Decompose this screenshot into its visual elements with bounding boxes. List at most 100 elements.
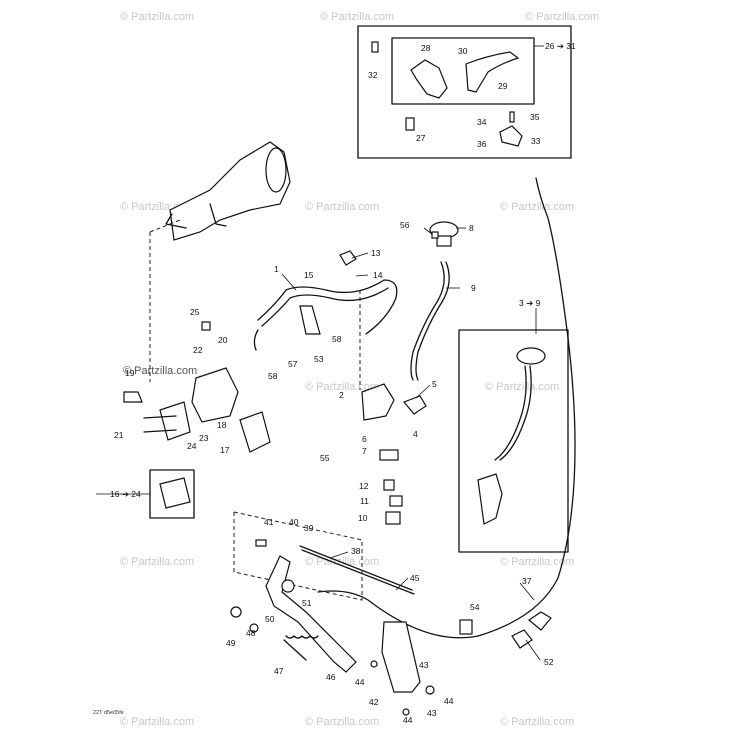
caliper — [191, 367, 239, 423]
callout-43a: 43 — [419, 660, 429, 670]
callout-45: 45 — [410, 573, 420, 583]
pushrod — [405, 117, 415, 131]
callout-19: 19 — [125, 368, 135, 378]
caliper-bracket — [159, 401, 191, 441]
callout-8: 8 — [469, 223, 474, 233]
callout-13: 13 — [371, 248, 381, 258]
callout-34: 34 — [477, 117, 487, 127]
callout-42: 42 — [369, 697, 379, 707]
brake-pads — [239, 411, 271, 453]
watermark: © Partzilla.com — [120, 556, 194, 568]
small-screw — [509, 111, 515, 123]
watermark: © Partzilla.com — [120, 716, 194, 728]
watermark-layer: © Partzilla.com © Partzilla.com © Partzi… — [120, 11, 599, 728]
callout-17: 17 — [220, 445, 230, 455]
callout-14: 14 — [373, 270, 383, 280]
callout-22: 22 — [193, 345, 203, 355]
callout-48: 48 — [246, 628, 256, 638]
callout-16: 16 ➔ 24 — [110, 489, 141, 499]
callout-58b: 58 — [268, 371, 278, 381]
clip-13 — [339, 250, 357, 266]
inset-frame-3-9 — [458, 329, 569, 553]
callout-24: 24 — [187, 441, 197, 451]
callout-40: 40 — [289, 517, 299, 527]
lever-bracket — [499, 125, 523, 147]
leader-lines — [96, 227, 541, 661]
callout-7: 7 — [362, 446, 367, 456]
watermark: © Partzilla.com — [500, 716, 574, 728]
watermark: © Partzilla.com — [485, 381, 559, 393]
callout-2: 2 — [339, 390, 344, 400]
watermark: © Partzilla.com — [123, 365, 197, 377]
pedal-assembly — [230, 511, 435, 716]
callout-33: 33 — [531, 136, 541, 146]
brake-pedal — [265, 555, 357, 673]
callout-53: 53 — [314, 354, 324, 364]
cable-guide — [459, 619, 473, 635]
pad-spring — [123, 391, 143, 403]
inset-frame — [357, 25, 572, 159]
callout-26: 26 ➔ 31 — [545, 41, 576, 51]
callout-56: 56 — [400, 220, 410, 230]
callout-30: 30 — [458, 46, 468, 56]
drive-assembly — [149, 141, 291, 382]
callout-11: 11 — [360, 496, 369, 506]
watermark: © Partzilla.com — [320, 11, 394, 23]
callout-4: 4 — [413, 429, 418, 439]
watermark: © Partzilla.com — [305, 201, 379, 213]
rod-38 — [299, 545, 413, 591]
hose-system — [253, 221, 459, 381]
callout-46: 46 — [326, 672, 336, 682]
brake-lever — [465, 51, 520, 93]
switch — [379, 449, 399, 461]
drawing-code: 22T d5e05fe — [93, 710, 124, 716]
bleeder — [201, 321, 211, 331]
callout-9: 9 — [471, 283, 476, 293]
callout-35: 35 — [530, 112, 540, 122]
spring-47 — [283, 639, 307, 661]
callout-20: 20 — [218, 335, 228, 345]
callout-37: 37 — [522, 576, 532, 586]
callout-5: 5 — [432, 379, 437, 389]
watermark: © Partzilla.com — [500, 201, 574, 213]
brake-line-1 — [257, 279, 398, 335]
pedal-plate — [381, 621, 421, 693]
callout-21: 21 — [114, 430, 124, 440]
callout-27: 27 — [416, 133, 426, 143]
splitter-assembly — [359, 290, 427, 525]
callout-38: 38 — [351, 546, 361, 556]
callout-49: 49 — [226, 638, 236, 648]
callout-18: 18 — [217, 420, 227, 430]
watermark: © Partzilla.com — [305, 716, 379, 728]
callout-32: 32 — [368, 70, 378, 80]
inset-subframe — [391, 37, 535, 105]
cable-clip-b — [511, 629, 533, 649]
callout-44c: 44 — [403, 715, 413, 725]
watermark: © Partzilla.com — [305, 381, 379, 393]
callout-52: 52 — [544, 657, 554, 667]
gear-housing — [169, 141, 291, 241]
lever-bolt — [371, 41, 379, 53]
callout-55: 55 — [320, 453, 330, 463]
callout-50: 50 — [265, 614, 275, 624]
callout-43b: 43 — [427, 708, 437, 718]
callout-58a: 58 — [332, 334, 342, 344]
callout-39: 39 — [304, 523, 314, 533]
callout-23: 23 — [199, 433, 209, 443]
master-cylinder-body — [410, 59, 448, 99]
splitter-block — [361, 383, 395, 421]
callout-57: 57 — [288, 359, 298, 369]
callout-41: 41 — [264, 517, 274, 527]
bracket-53 — [299, 305, 321, 335]
rear-master-inset — [458, 329, 569, 553]
hose-9 — [410, 261, 445, 381]
callout-47: 47 — [274, 666, 284, 676]
callout-labels: 1 2 3 ➔ 9 4 5 6 7 8 9 10 11 12 13 14 15 … — [93, 41, 576, 725]
callout-6: 6 — [362, 434, 367, 444]
callout-51: 51 — [302, 598, 312, 608]
callout-25: 25 — [190, 307, 200, 317]
callout-44a: 44 — [355, 677, 365, 687]
callout-3: 3 ➔ 9 — [519, 298, 541, 308]
